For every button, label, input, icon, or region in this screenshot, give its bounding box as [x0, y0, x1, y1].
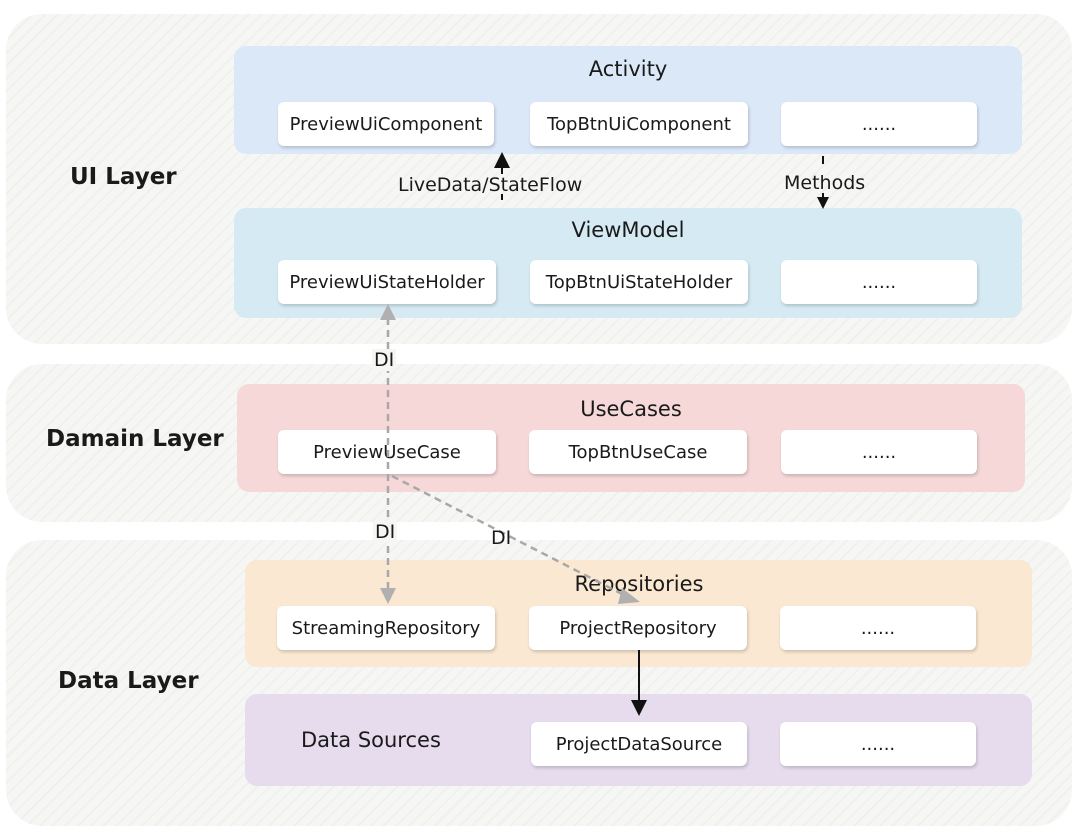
di-diagonal-arrow — [391, 474, 640, 604]
activity-panel: Activity PreviewUiComponent TopBtnUiComp… — [234, 46, 1022, 154]
top-btn-ui-component-box: TopBtnUiComponent — [530, 102, 748, 146]
methods-arrow — [817, 156, 829, 209]
data-sources-ellipsis-box: ...... — [780, 722, 976, 766]
project-data-source-box: ProjectDataSource — [531, 722, 747, 766]
di-vertical-arrow — [380, 304, 396, 604]
usecases-title: UseCases — [580, 397, 682, 421]
preview-ui-state-holder-box: PreviewUiStateHolder — [278, 260, 496, 304]
domain-layer-label: Damain Layer — [46, 426, 224, 452]
di-streaming-label: DI — [373, 521, 398, 543]
di-project-label: DI — [491, 527, 512, 549]
usecases-ellipsis-box: ...... — [781, 430, 977, 474]
top-btn-use-case-box: TopBtnUseCase — [529, 430, 747, 474]
livedata-stateflow-label: LiveData/StateFlow — [398, 174, 583, 196]
data-layer-label: Data Layer — [58, 668, 199, 694]
di-viewmodel-label: DI — [372, 349, 397, 371]
repository-to-datasource-arrow — [631, 650, 647, 716]
repositories-panel: Repositories StreamingRepository Project… — [245, 560, 1032, 667]
methods-label: Methods — [784, 172, 866, 194]
streaming-repository-box: StreamingRepository — [277, 606, 495, 650]
activity-title: Activity — [588, 57, 668, 81]
preview-ui-component-box: PreviewUiComponent — [278, 102, 494, 146]
project-repository-box: ProjectRepository — [529, 606, 747, 650]
viewmodel-ellipsis-box: ...... — [781, 260, 977, 304]
top-btn-ui-state-holder-box: TopBtnUiStateHolder — [530, 260, 748, 304]
livedata-arrow — [494, 152, 510, 200]
repositories-title: Repositories — [574, 572, 704, 596]
viewmodel-title: ViewModel — [571, 218, 685, 242]
data-sources-title: Data Sources — [301, 728, 441, 752]
ui-layer-label: UI Layer — [70, 164, 177, 190]
repositories-ellipsis-box: ...... — [780, 606, 976, 650]
viewmodel-panel: ViewModel PreviewUiStateHolder TopBtnUiS… — [234, 208, 1022, 318]
activity-ellipsis-box: ...... — [781, 102, 977, 146]
